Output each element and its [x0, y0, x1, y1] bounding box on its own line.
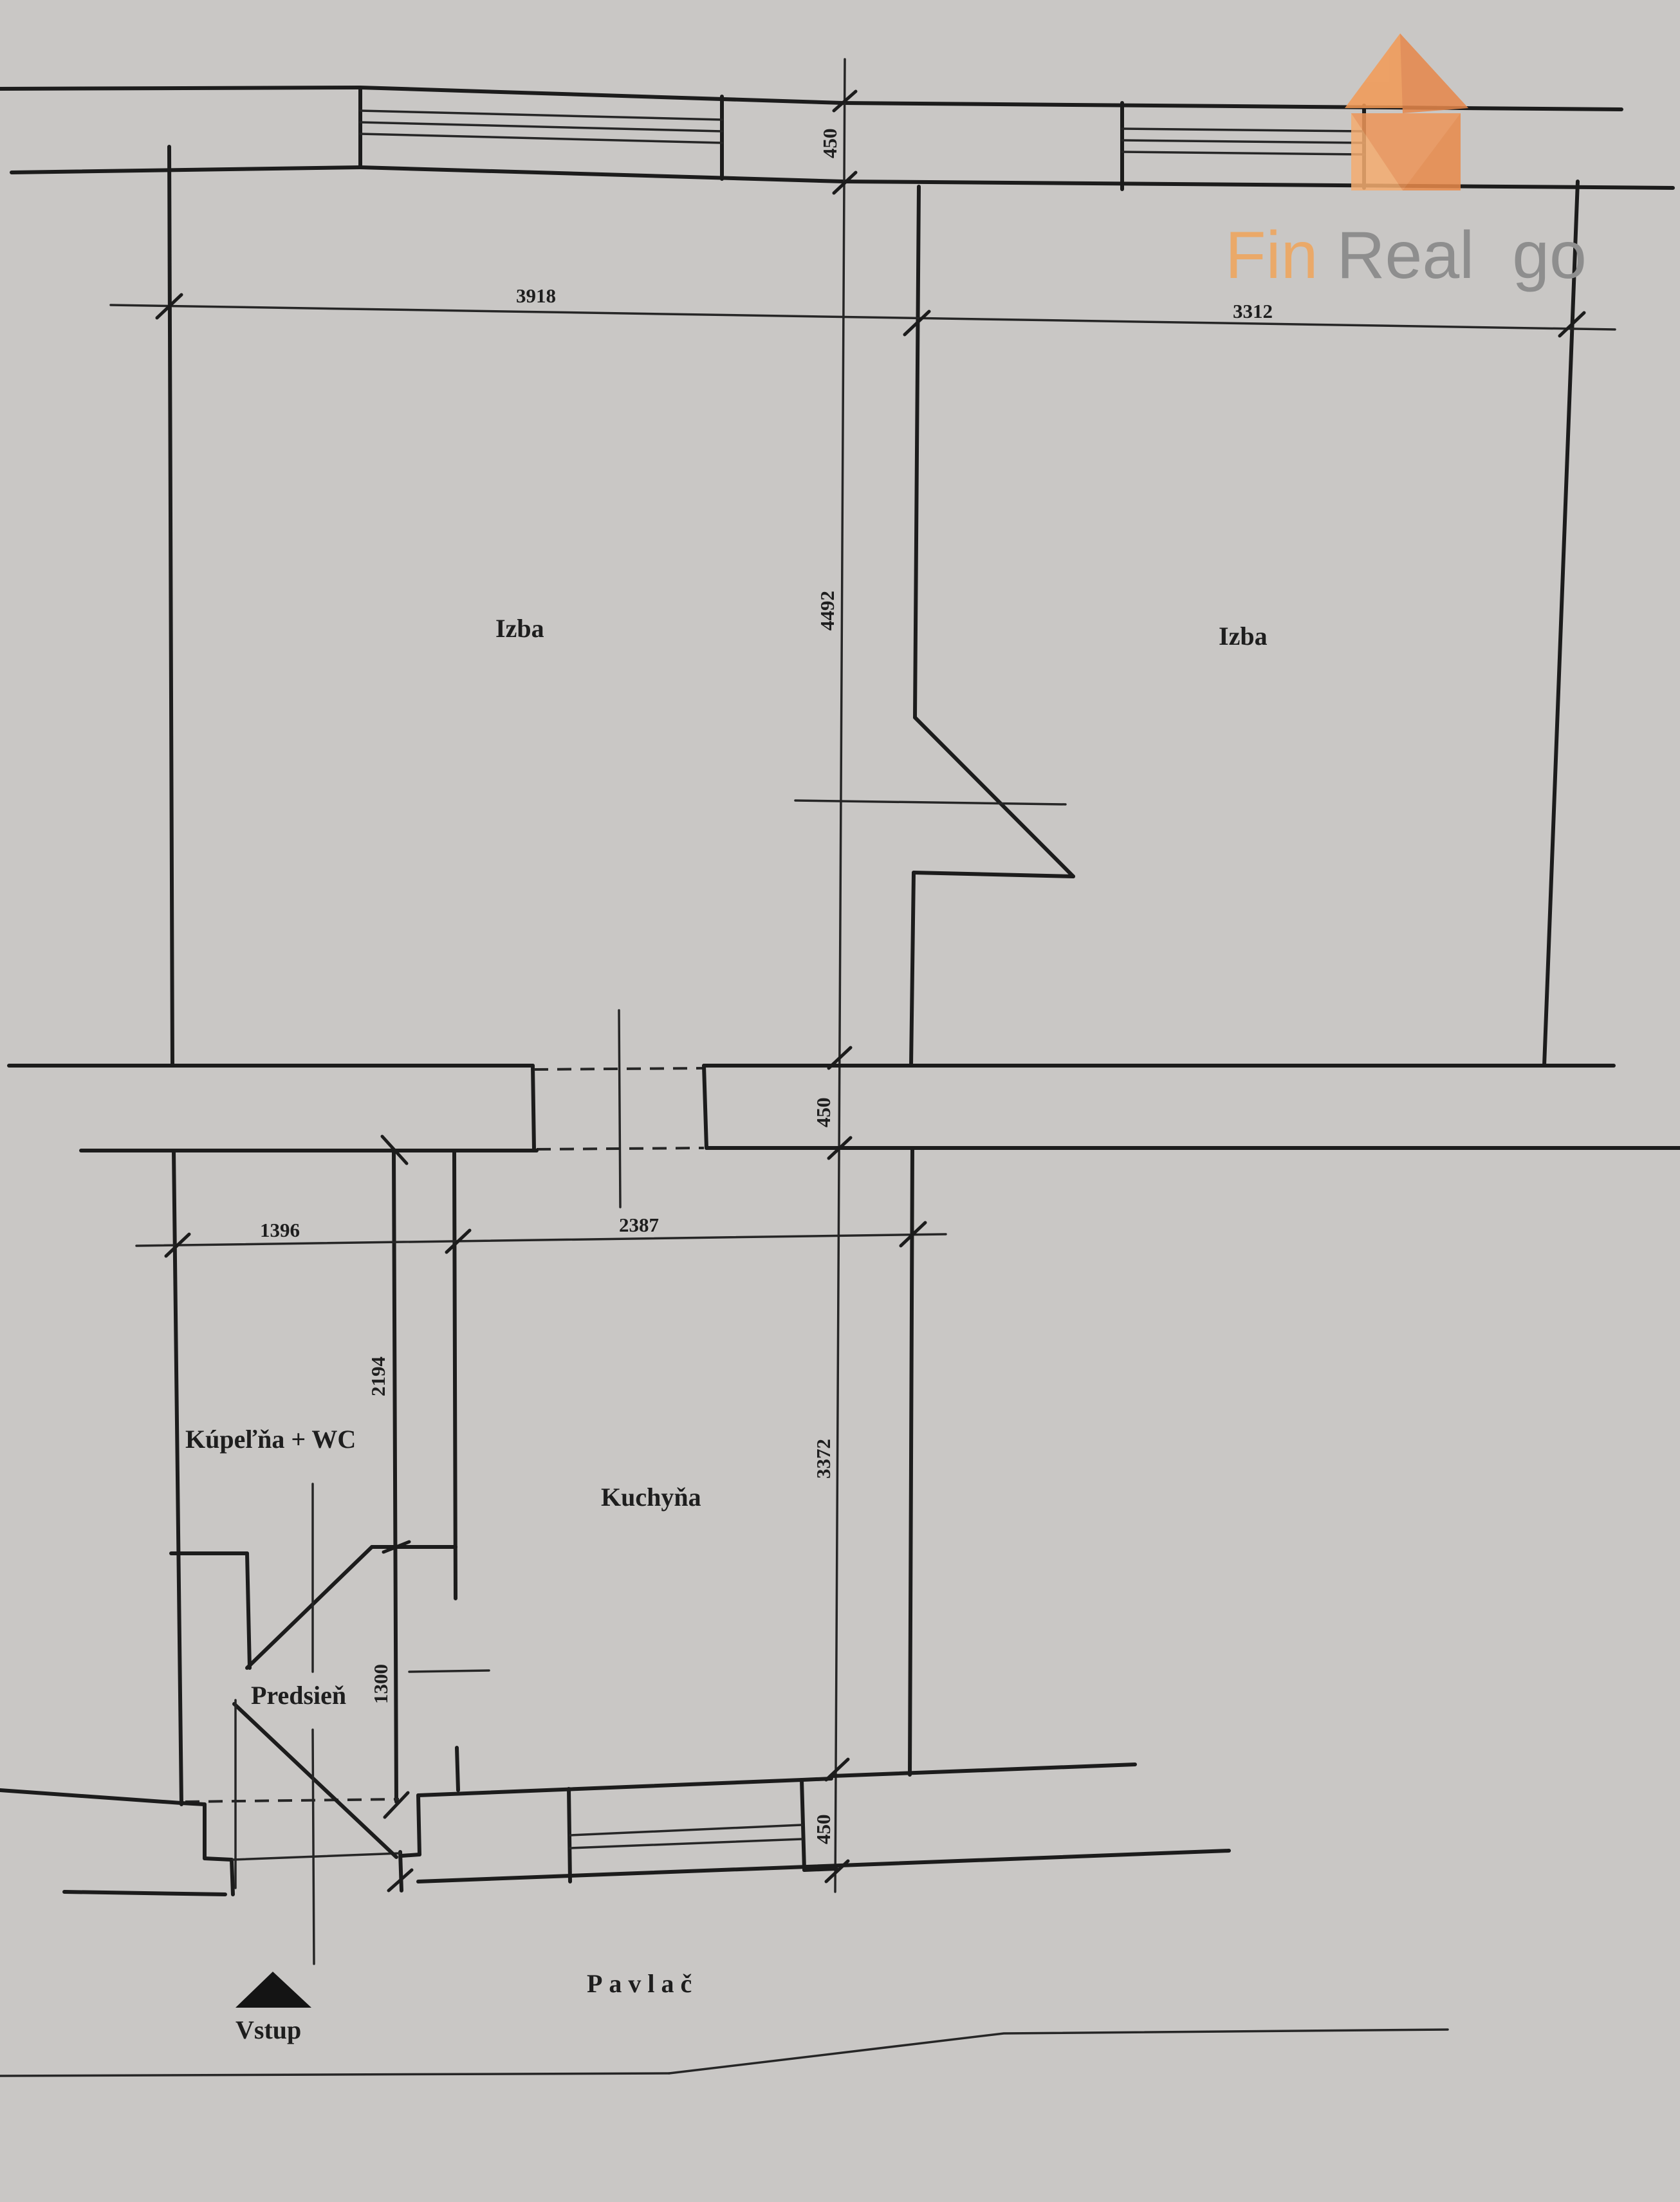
bottom-exterior-wall: [0, 1699, 1449, 2077]
room-label-kuchyna: Kuchyňa: [601, 1483, 701, 1512]
room-label-izba-left: Izba: [495, 614, 544, 643]
room-label-kupelna: Kúpeľňa + WC: [185, 1425, 356, 1454]
dimension-wall-middle: 450: [812, 1098, 835, 1128]
upper-width-dimension-line: [109, 293, 1616, 338]
finreal-logo: Fin Real go: [1225, 33, 1587, 293]
dimension-wall-top: 450: [818, 129, 841, 159]
entrance-arrow-icon: [235, 1972, 311, 2008]
house-icon: [1345, 33, 1468, 190]
middle-wall: [7, 1009, 1680, 1208]
kitchen-walls: [408, 1146, 1137, 1792]
bathroom-walls: [169, 1134, 457, 1806]
right-room-walls: [794, 180, 1580, 1068]
center-dimension-line: [824, 58, 858, 1893]
dimension-izba-left-width: 3918: [516, 284, 556, 307]
dimension-izba-right-width: 3312: [1233, 300, 1273, 322]
svg-text:Fin Real go: Fin Real go: [1225, 218, 1587, 293]
dimension-izba-depth: 4492: [816, 591, 838, 631]
logo-text-fin: Fin: [1225, 218, 1318, 293]
dimension-predsien-depth: 1300: [369, 1664, 392, 1704]
room-label-izba-right: Izba: [1219, 622, 1268, 651]
dimension-kuchyna-width: 2387: [619, 1214, 659, 1236]
left-room-walls: [167, 145, 174, 1068]
dimension-kuchyna-depth: 3372: [812, 1439, 835, 1479]
dimension-wall-bottom: 450: [812, 1815, 835, 1845]
dimension-kupelna-width: 1396: [260, 1219, 300, 1241]
room-label-predsien: Predsieň: [251, 1681, 346, 1710]
dimension-kupelna-depth: 2194: [367, 1356, 389, 1396]
logo-text-go: go: [1512, 218, 1587, 293]
logo-text-real: Real: [1336, 218, 1474, 293]
lower-width-dimension-line: [135, 1221, 947, 1258]
room-label-vstup: Vstup: [235, 2015, 301, 2044]
room-label-pavlac: Pavlač: [587, 1969, 698, 1998]
